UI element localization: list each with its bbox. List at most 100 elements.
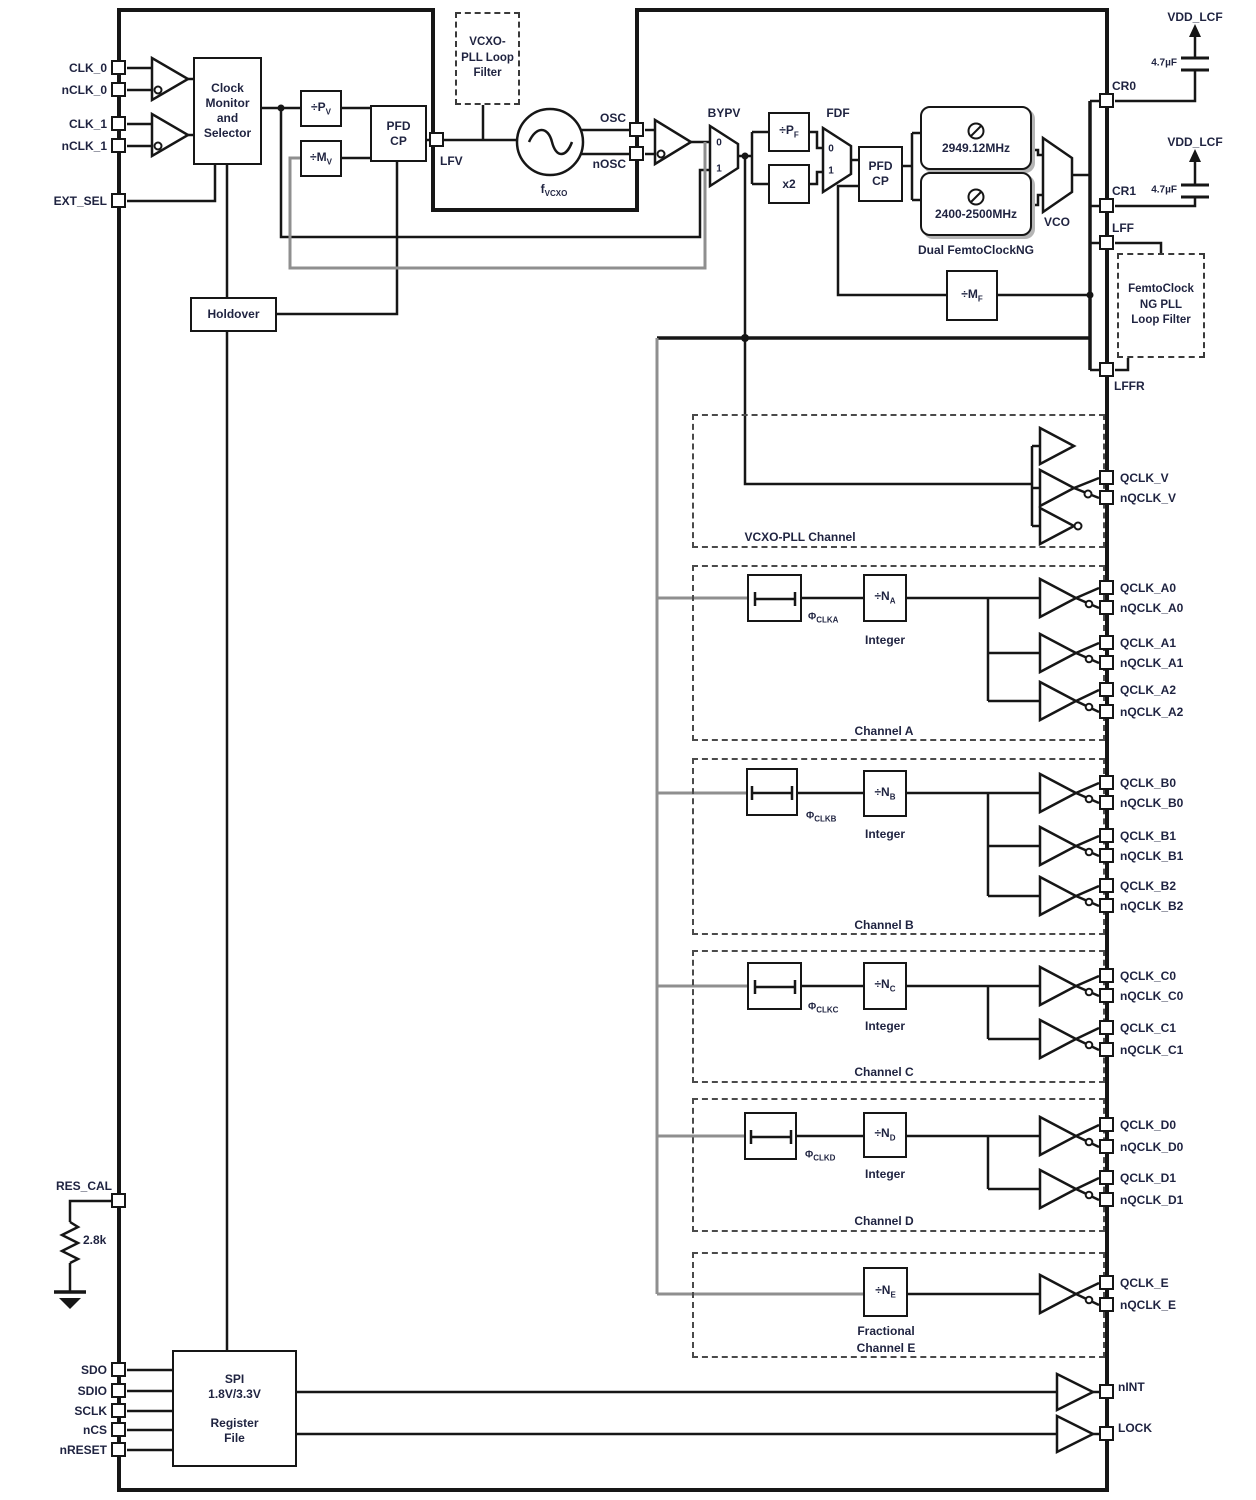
pin-nqclk-a0 xyxy=(1099,600,1114,615)
power-arrow-icon xyxy=(1189,149,1201,162)
ng-pll-wires xyxy=(738,130,1090,297)
vdd-label: VDD_LCF xyxy=(1167,135,1223,149)
divider-nc-block: ÷NC xyxy=(863,962,907,1010)
ground-icon xyxy=(54,1290,86,1309)
divider-mode-label: Integer xyxy=(864,1167,906,1181)
pin-nqclk-c0 xyxy=(1099,988,1114,1003)
channel-label: Channel A xyxy=(854,724,914,738)
channel-label: Channel E xyxy=(856,1341,916,1355)
pin-sclk xyxy=(111,1403,126,1418)
pin-nqclk-d0 xyxy=(1099,1139,1114,1154)
pin-nqclk-b0 xyxy=(1099,795,1114,810)
pin-label: QCLK_A2 xyxy=(1120,683,1177,697)
bypv-mux xyxy=(708,123,740,189)
pin-label: nINT xyxy=(1118,1380,1145,1394)
pin-label: QCLK_V xyxy=(1120,471,1169,485)
pin-res-cal xyxy=(111,1193,126,1208)
vdd-label: VDD_LCF xyxy=(1167,10,1223,24)
cap-value-label: 4.7µF xyxy=(1151,57,1177,69)
pin-osc xyxy=(629,122,644,137)
pin-label: QCLK_D1 xyxy=(1120,1171,1177,1185)
divider-nb-block: ÷NB xyxy=(863,770,907,817)
pin-label: nCLK_0 xyxy=(61,83,107,97)
pin-qclk-c1 xyxy=(1099,1020,1114,1035)
pin-label: QCLK_C1 xyxy=(1120,1021,1177,1035)
pin-label: nQCLK_E xyxy=(1120,1298,1177,1312)
pin-label: nQCLK_D0 xyxy=(1120,1140,1184,1154)
divider-mode-label: Integer xyxy=(864,633,906,647)
pin-nqclk-c1 xyxy=(1099,1042,1114,1057)
channel-c-buffers xyxy=(1038,964,1100,1061)
pin-label: nQCLK_C0 xyxy=(1120,989,1184,1003)
pin-qclk-v xyxy=(1099,470,1114,485)
pin-label: QCLK_B1 xyxy=(1120,829,1177,843)
pin-lfv xyxy=(429,132,444,147)
pin-lff xyxy=(1099,235,1114,250)
pin-nreset xyxy=(111,1442,126,1457)
pin-label: QCLK_A0 xyxy=(1120,581,1177,595)
phase-adjust-b-block xyxy=(746,768,798,816)
pin-label: nQCLK_B0 xyxy=(1120,796,1184,810)
pin-nqclk-v xyxy=(1099,490,1114,505)
pin-qclk-c0 xyxy=(1099,968,1114,983)
pin-lock xyxy=(1099,1426,1114,1441)
pin-qclk-d1 xyxy=(1099,1170,1114,1185)
cap-value-label: 4.7µF xyxy=(1151,184,1177,196)
pin-clk1 xyxy=(111,116,126,131)
pin-label: CLK_1 xyxy=(68,117,107,131)
spi-wires xyxy=(127,1368,1057,1452)
vcxo-feedback-wire xyxy=(288,142,707,270)
fdf-mux xyxy=(821,125,853,195)
mux-input-0: 0 xyxy=(716,137,722,149)
mux-input-1: 1 xyxy=(828,165,834,177)
resistor-value-label: 2.8k xyxy=(83,1233,107,1247)
channel-label: Channel B xyxy=(854,918,914,932)
pin-label: CR1 xyxy=(1112,184,1137,198)
vdd-cap-2 xyxy=(1115,161,1209,208)
mux-input-0: 0 xyxy=(828,143,834,155)
pin-label: nCS xyxy=(83,1423,107,1437)
divider-ne-block: ÷NE xyxy=(863,1267,908,1317)
pin-nint xyxy=(1099,1384,1114,1399)
nint-buffer-icon xyxy=(1055,1371,1099,1413)
vco-mux xyxy=(1041,135,1074,215)
pin-label: LFF xyxy=(1112,221,1134,235)
channel-b-box xyxy=(692,758,1105,935)
oscillator-icon xyxy=(967,122,985,139)
pin-label: nQCLK_A0 xyxy=(1120,601,1184,615)
pin-label: QCLK_B0 xyxy=(1120,776,1177,790)
pin-label: QCLK_C0 xyxy=(1120,969,1177,983)
pin-label: nQCLK_C1 xyxy=(1120,1043,1184,1057)
fdf-label: FDF xyxy=(826,106,850,120)
pin-ncs xyxy=(111,1422,126,1437)
pin-label: CR0 xyxy=(1112,79,1137,93)
x2-block: x2 xyxy=(768,164,810,204)
pin-label: LFV xyxy=(440,154,463,168)
bypv-label: BYPV xyxy=(707,106,741,120)
pin-sdo xyxy=(111,1362,126,1377)
phase-label: ΦCLKA xyxy=(808,611,839,625)
channel-c-box xyxy=(692,950,1105,1083)
pin-label: SCLK xyxy=(74,1404,107,1418)
vco-2949-block: 2949.12MHz xyxy=(920,106,1032,170)
pin-qclk-b0 xyxy=(1099,775,1114,790)
channel-e-buffer xyxy=(1038,1272,1100,1316)
channel-wires xyxy=(797,596,1040,1296)
pin-qclk-a1 xyxy=(1099,635,1114,650)
channel-distribution-wires xyxy=(655,338,863,1296)
pin-label: QCLK_E xyxy=(1120,1276,1169,1290)
pin-qclk-d0 xyxy=(1099,1117,1114,1132)
ng-filter-wires xyxy=(1115,241,1163,372)
channel-d-buffers xyxy=(1038,1114,1100,1211)
pin-nqclk-d1 xyxy=(1099,1192,1114,1207)
pin-label: OSC xyxy=(599,111,626,125)
pin-sdio xyxy=(111,1383,126,1398)
vcxo-oscillator-icon xyxy=(515,107,585,177)
divider-mf-block: ÷MF xyxy=(946,270,998,321)
pin-nclk1 xyxy=(111,138,126,153)
